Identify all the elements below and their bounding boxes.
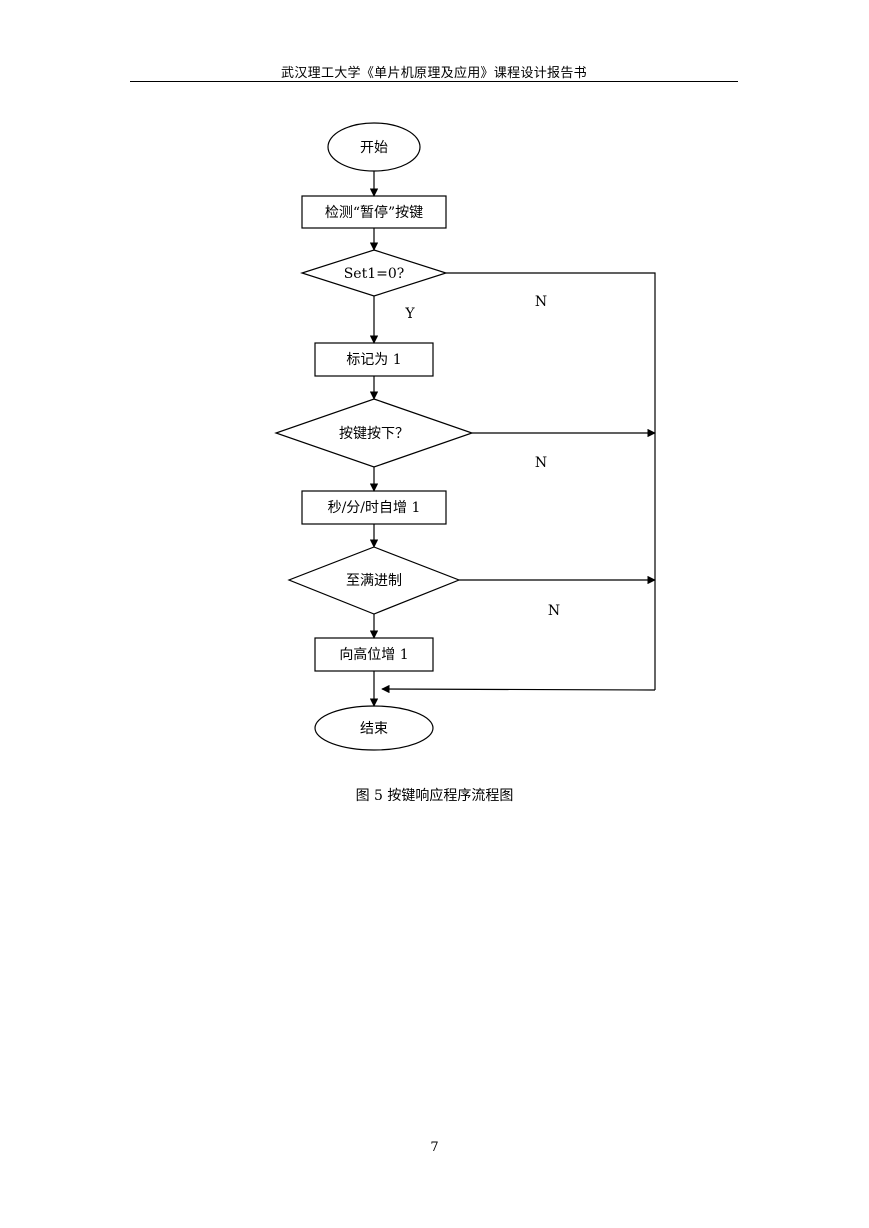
mark-label: 标记为 1 bbox=[346, 352, 401, 368]
start-label: 开始 bbox=[360, 140, 388, 156]
detect-node bbox=[301, 195, 447, 229]
page-header: 武汉理工大学《单片机原理及应用》课程设计报告书 bbox=[281, 66, 587, 81]
mark-node bbox=[314, 342, 434, 377]
label-no-set1: N bbox=[535, 294, 547, 310]
label-no-carry: N bbox=[548, 603, 560, 619]
detect-label: 检测“暂停”按键 bbox=[325, 204, 423, 221]
end-label: 结束 bbox=[360, 721, 388, 737]
cond-key-label: 按键按下？ bbox=[339, 426, 409, 442]
cond-set1-label: Set1=0? bbox=[344, 266, 405, 282]
carry-node bbox=[314, 637, 434, 672]
branch-return bbox=[381, 684, 656, 694]
page-number: 7 bbox=[430, 1140, 439, 1155]
label-yes-set1: Y bbox=[404, 306, 415, 322]
increment-label: 秒/分/时自增 1 bbox=[328, 500, 421, 516]
cond-carry-label: 至满进制 bbox=[346, 573, 402, 589]
carry-label: 向高位增 1 bbox=[339, 646, 408, 663]
header-rule bbox=[130, 81, 738, 82]
label-no-key: N bbox=[535, 455, 547, 471]
figure-caption: 图 5 按键响应程序流程图 bbox=[355, 788, 514, 804]
branch-set1-no bbox=[446, 272, 656, 690]
